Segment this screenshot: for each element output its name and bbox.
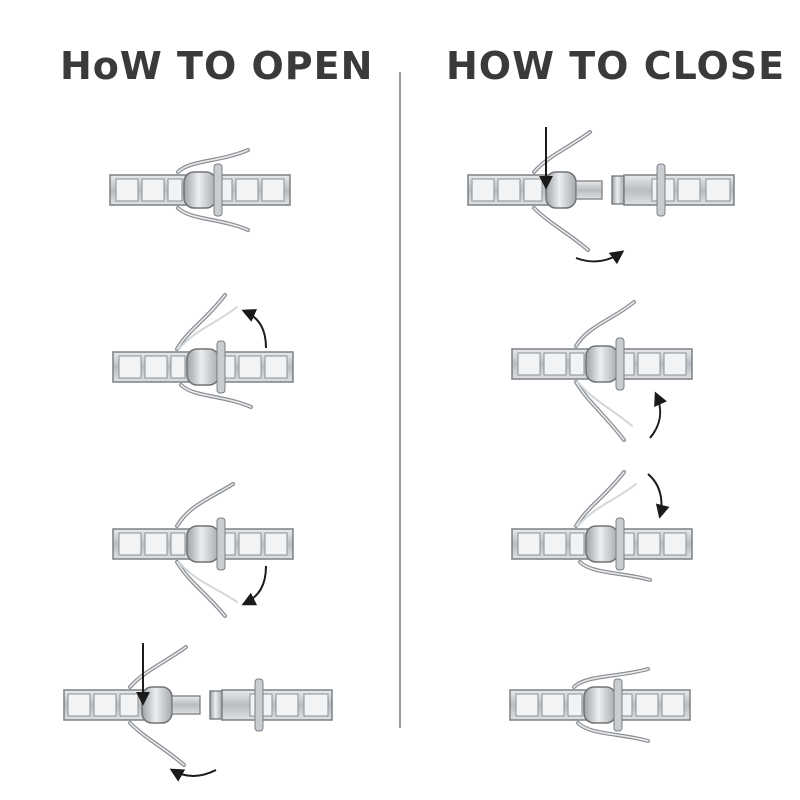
curved-arrow-up xyxy=(244,311,266,348)
curved-arrow-down xyxy=(244,566,266,604)
close-step-2-raise-bottom-lever xyxy=(512,302,692,440)
curved-arrow-close xyxy=(576,252,622,261)
open-step-1-closed-clasp xyxy=(110,150,290,230)
close-step-3-lower-top-lever xyxy=(512,472,692,580)
curved-arrow-down xyxy=(648,474,662,516)
curved-arrow-up xyxy=(650,394,660,438)
open-step-4-separate-clasp xyxy=(64,643,332,776)
close-step-1-insert-tongue xyxy=(468,127,734,261)
close-step-4-closed-clasp xyxy=(510,669,690,741)
curved-arrow-release xyxy=(172,770,216,776)
open-step-2-lift-top-lever xyxy=(113,295,293,407)
open-step-3-pull-bottom-lever xyxy=(113,484,293,616)
